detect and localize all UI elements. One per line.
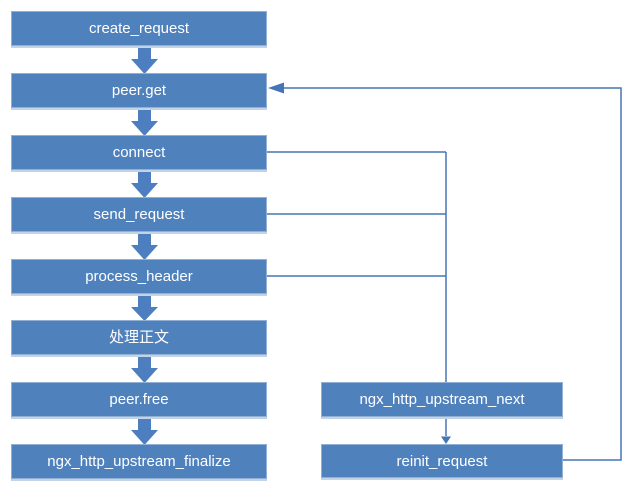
block-arrow-process-body-to-peer-free: [131, 355, 158, 383]
connector-lines: [267, 87, 622, 461]
flow-node-reinit-request: reinit_request: [321, 444, 563, 478]
flow-node-label: process_header: [85, 268, 193, 285]
flow-node-label: create_request: [88, 20, 190, 37]
block-arrow-peer-get-to-connect: [131, 108, 158, 136]
block-arrow-process-header-to-process-body: [131, 294, 158, 321]
block-arrow-group: [131, 46, 158, 445]
flow-node-upstream-next: ngx_http_upstream_next: [321, 382, 563, 417]
flow-node-label: peer.free: [109, 391, 169, 408]
flow-node-label: ngx_http_upstream_next: [359, 391, 525, 408]
flow-node-upstream-finalize: ngx_http_upstream_finalize: [11, 444, 267, 479]
flow-node-label: peer.get: [111, 82, 167, 99]
flow-node-send-request: send_request: [11, 197, 267, 232]
connector-reinit-request-to-peer-get: [284, 87, 622, 461]
flow-node-peer-get: peer.get: [11, 73, 267, 108]
flow-node-label: reinit_request: [396, 452, 488, 470]
block-arrow-send-request-to-process-header: [131, 232, 158, 260]
flow-node-process-body: 处理正文: [11, 320, 267, 355]
block-arrow-peer-free-to-finalize: [131, 417, 158, 445]
arrowhead-into-peer-get: [268, 82, 284, 94]
block-arrow-connect-to-send-request: [131, 170, 158, 198]
flow-node-label: 处理正文: [108, 329, 169, 346]
flow-node-create-request: create_request: [11, 11, 267, 46]
block-arrow-create-request-to-peer-get: [131, 46, 158, 74]
flow-node-label: ngx_http_upstream_finalize: [47, 453, 231, 470]
flow-node-process-header: process_header: [11, 259, 267, 294]
flow-node-peer-free: peer.free: [11, 382, 267, 417]
flow-node-connect: connect: [11, 135, 267, 170]
flow-node-label: send_request: [93, 206, 185, 223]
flow-node-label: connect: [112, 144, 166, 161]
connector-arrowheads: [268, 82, 451, 444]
arrowhead-into-reinit-request: [441, 436, 451, 444]
